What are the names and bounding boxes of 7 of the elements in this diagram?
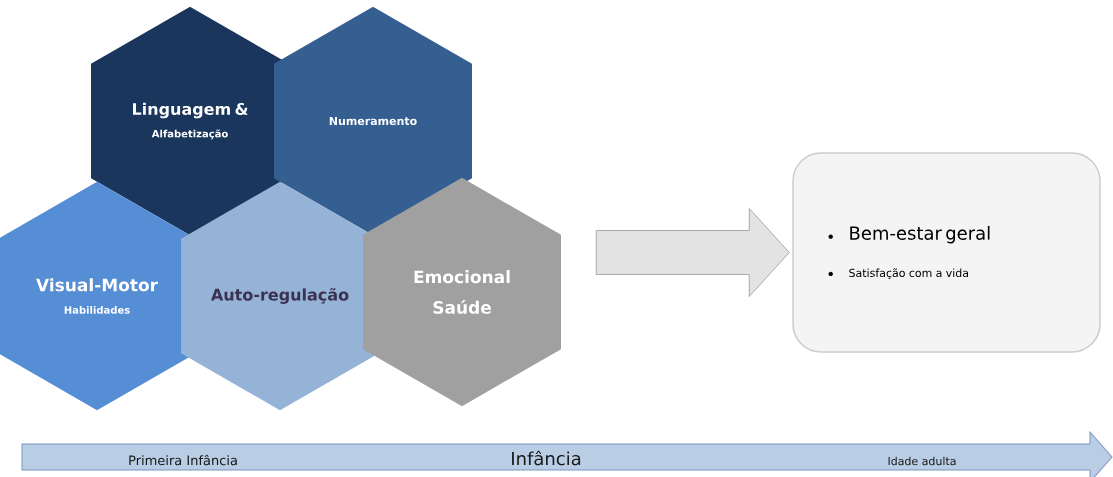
hexagon: Numeramento <box>274 6 472 236</box>
hexagon: Auto-regulação <box>181 181 379 411</box>
hexagon: Emocional Saúde <box>363 177 561 407</box>
hexagon: Linguagem & Alfabetização <box>91 6 289 236</box>
hexagon: Visual-Motor Habilidades <box>0 181 196 411</box>
block-arrow <box>595 208 790 297</box>
rounded-box: Bem-estar geral Satisfação com a vida <box>792 152 1101 353</box>
